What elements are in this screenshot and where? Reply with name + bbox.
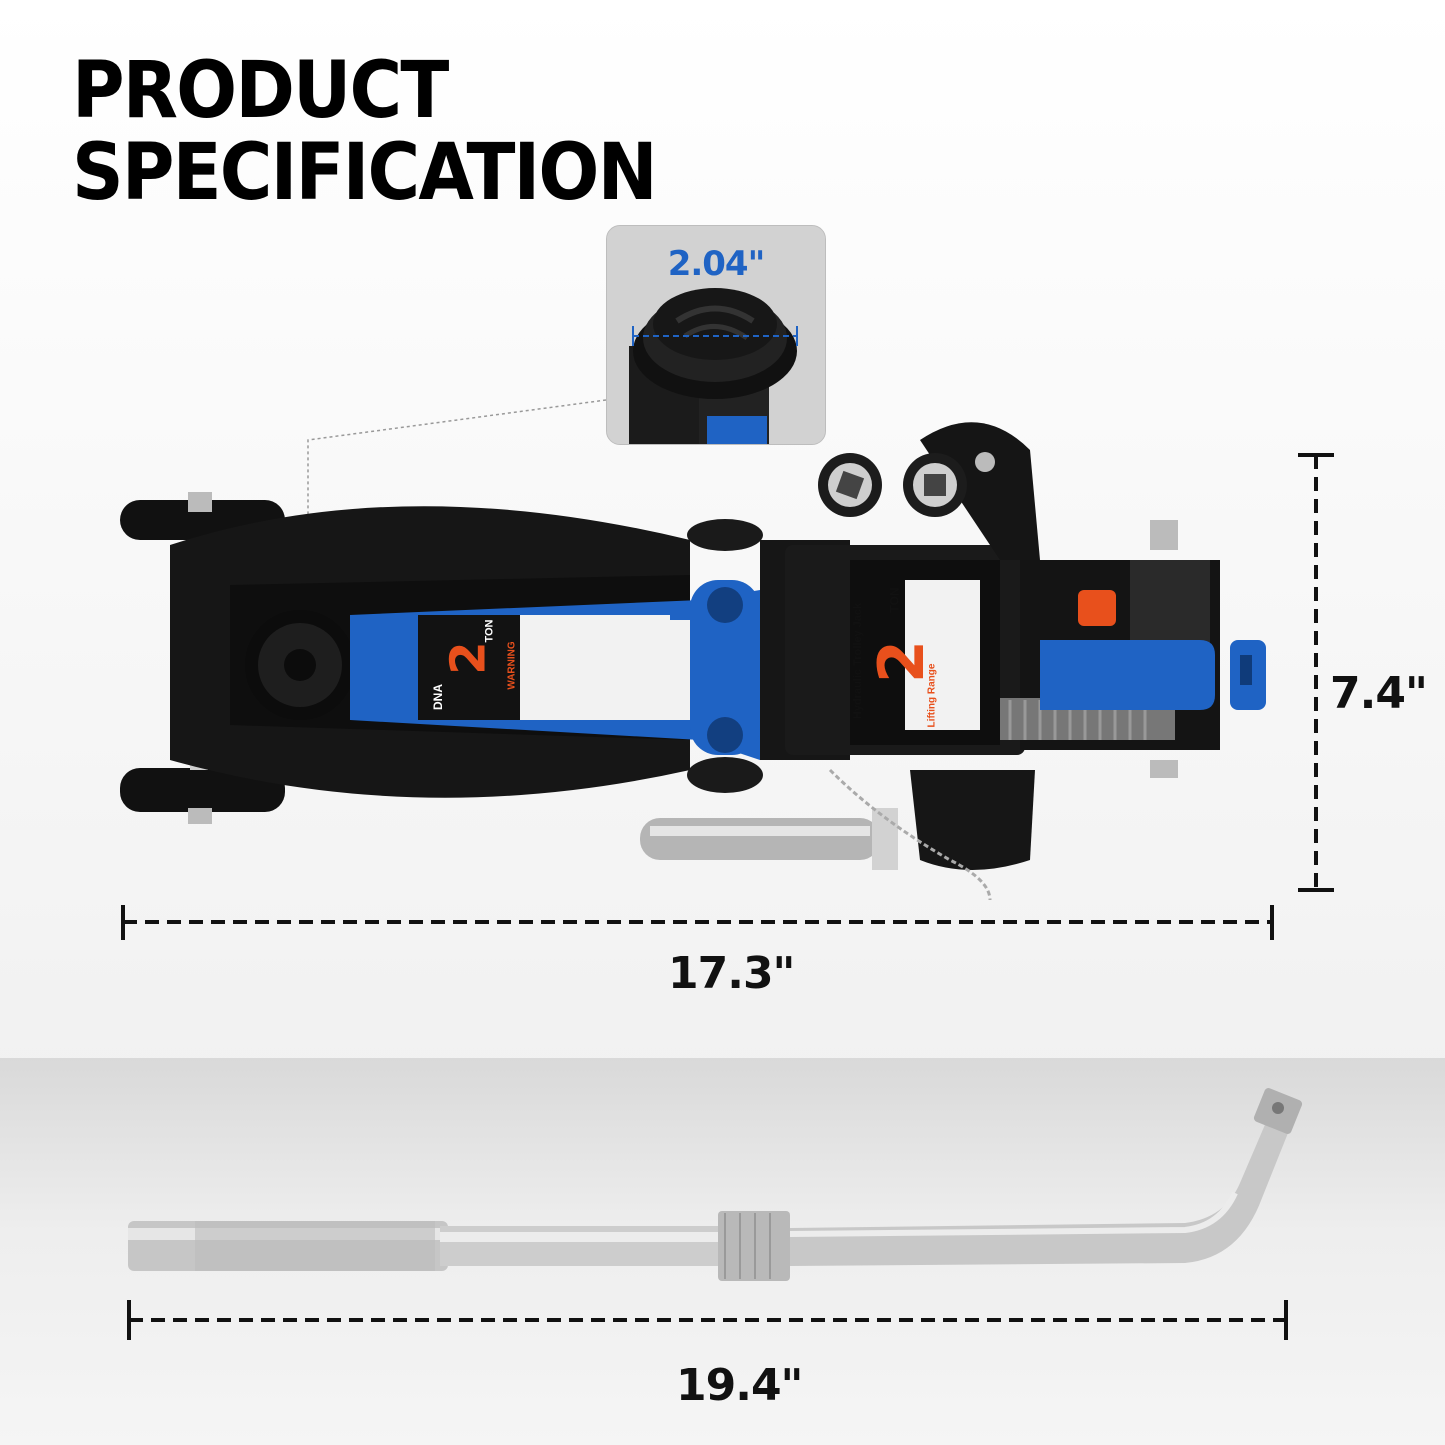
saddle-inset: 2.04" — [606, 225, 826, 445]
rear-wheel-bottom — [120, 768, 285, 812]
page-title: PRODUCT SPECIFICATION — [72, 46, 658, 218]
title-line-1: PRODUCT — [72, 46, 449, 136]
handle-illustration — [127, 1088, 1303, 1340]
jack-brand-label: DNA — [431, 684, 445, 710]
housing-lifting-range: Lifting Range — [926, 663, 938, 728]
title-line-2: SPECIFICATION — [72, 128, 658, 218]
length-dimension-label: 17.3" — [668, 948, 795, 999]
capacity-label — [905, 580, 980, 730]
jack-warning-label: WARNING — [506, 641, 518, 690]
saddle-diameter-label: 2.04" — [667, 244, 766, 284]
release-valve — [1078, 590, 1116, 626]
height-dimension-label: 7.4" — [1330, 668, 1428, 719]
handle-socket — [1040, 640, 1215, 710]
jack-capacity-number: 2 — [440, 641, 497, 675]
handle-length-label: 19.4" — [676, 1360, 803, 1411]
housing-product-name: Hydraulic Trolley Jack — [852, 602, 865, 720]
saddle-illustration — [607, 226, 825, 444]
jack-capacity-unit: TON — [483, 619, 496, 643]
handle-panel — [0, 1058, 1445, 1445]
housing-capacity-unit: TON — [887, 587, 902, 613]
jack-label-panel — [418, 615, 523, 720]
